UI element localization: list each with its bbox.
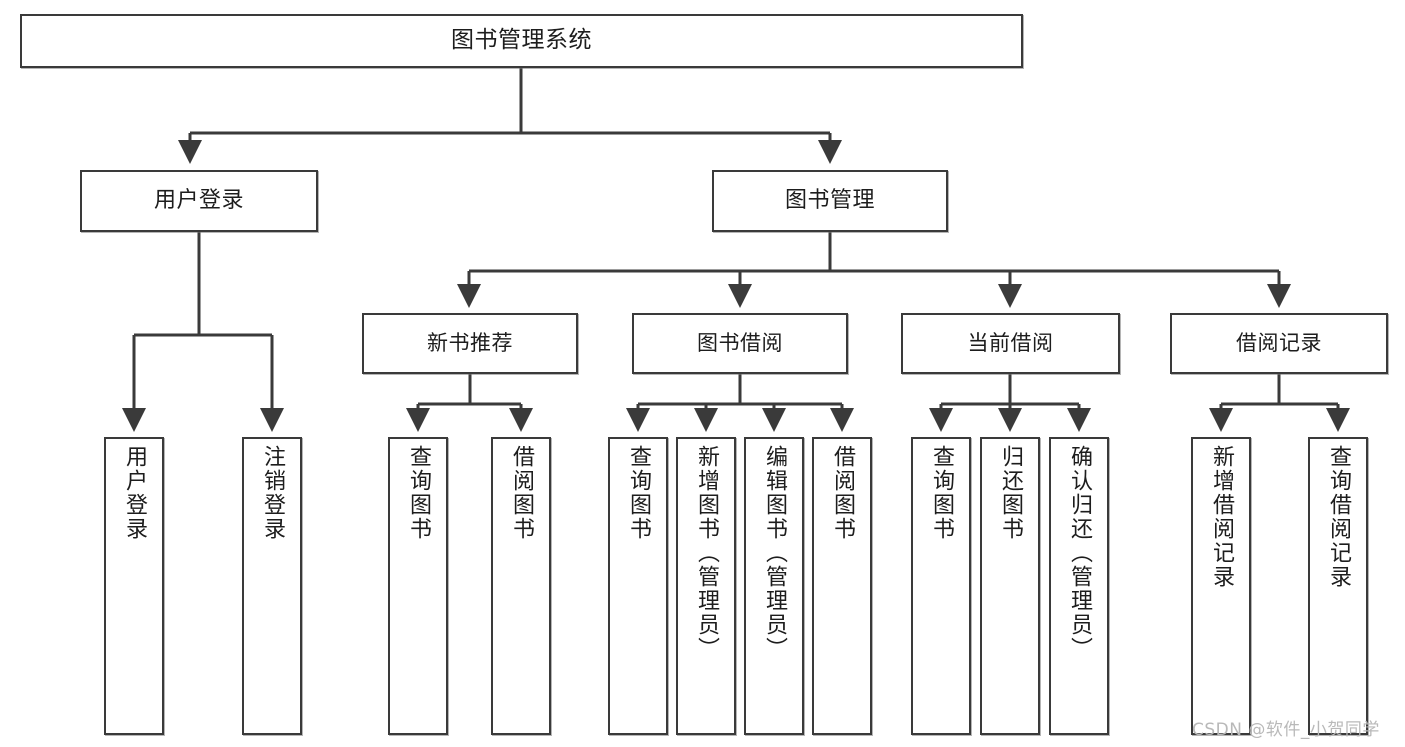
node-label: 图书管理: [784, 188, 875, 214]
node-current-borrow[interactable]: 当前借阅: [901, 313, 1120, 374]
node-leaf-confirm-return[interactable]: 确认归还（管理员）: [1049, 437, 1109, 735]
node-label: 图书管理系统: [451, 27, 592, 54]
node-label: 借阅图书: [830, 445, 855, 541]
node-label: 新书推荐: [427, 331, 513, 356]
node-book-management[interactable]: 图书管理: [712, 170, 948, 232]
node-label: 当前借阅: [967, 331, 1054, 356]
node-leaf-add-borrow-record[interactable]: 新增借阅记录: [1191, 437, 1251, 735]
node-leaf-query-book-borrow[interactable]: 查询图书: [608, 437, 668, 735]
node-leaf-borrow-book-new[interactable]: 借阅图书: [491, 437, 551, 735]
node-label: 借阅记录: [1236, 331, 1322, 356]
node-leaf-user-logout[interactable]: 注销登录: [242, 437, 302, 735]
node-label: 用户登录: [122, 445, 147, 541]
node-label: 确认归还（管理员）: [1067, 445, 1092, 661]
node-leaf-borrow-book-borrow[interactable]: 借阅图书: [812, 437, 872, 735]
node-label: 查询借阅记录: [1326, 445, 1351, 589]
node-label: 查询图书: [406, 445, 431, 541]
node-leaf-return-book[interactable]: 归还图书: [980, 437, 1040, 735]
node-new-book-recommend[interactable]: 新书推荐: [362, 313, 578, 374]
node-leaf-query-borrow-record[interactable]: 查询借阅记录: [1308, 437, 1368, 735]
node-leaf-query-book-current[interactable]: 查询图书: [911, 437, 971, 735]
node-leaf-user-login[interactable]: 用户登录: [104, 437, 164, 735]
node-root-book-management-system[interactable]: 图书管理系统: [20, 14, 1023, 68]
node-label: 新增借阅记录: [1209, 445, 1234, 589]
node-borrow-record[interactable]: 借阅记录: [1170, 313, 1388, 374]
node-book-borrow[interactable]: 图书借阅: [632, 313, 848, 374]
node-leaf-edit-book[interactable]: 编辑图书（管理员）: [744, 437, 804, 735]
node-label: 借阅图书: [509, 445, 534, 541]
node-user-login[interactable]: 用户登录: [80, 170, 318, 232]
watermark-csdn: CSDN @软件_小贺同学: [1192, 720, 1380, 740]
node-label: 用户登录: [153, 188, 244, 214]
node-label: 查询图书: [929, 445, 954, 541]
node-label: 编辑图书（管理员）: [762, 445, 787, 661]
node-label: 注销登录: [260, 445, 285, 541]
node-label: 归还图书: [998, 445, 1023, 541]
node-label: 图书借阅: [697, 331, 783, 356]
node-label: 查询图书: [626, 445, 651, 541]
node-leaf-query-book-new[interactable]: 查询图书: [388, 437, 448, 735]
node-label: 新增图书（管理员）: [694, 445, 719, 661]
node-leaf-add-book[interactable]: 新增图书（管理员）: [676, 437, 736, 735]
